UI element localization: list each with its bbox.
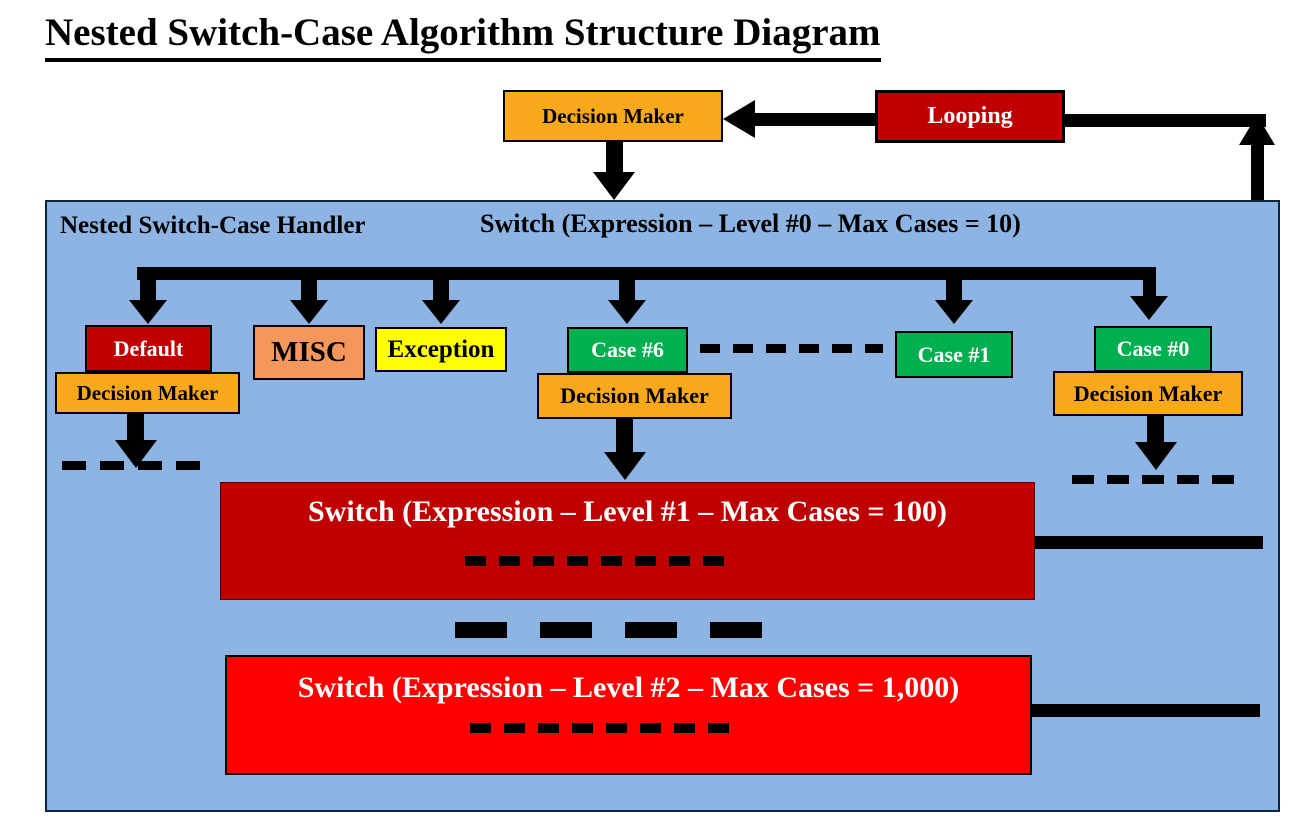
switch-level1-inner-dashes <box>465 556 730 566</box>
switch-level0-label: Switch (Expression – Level #0 – Max Case… <box>480 209 1021 238</box>
drop-arrow-case1-shaft <box>946 272 962 302</box>
decision-maker-case0-box: Decision Maker <box>1053 371 1243 416</box>
dashed-connector-cases <box>700 344 883 353</box>
arrow-up-head-icon <box>1239 115 1275 145</box>
dm-case0-arrow-head-icon <box>1135 442 1177 470</box>
arrow-looping-to-decision-shaft <box>750 113 877 126</box>
case-box-misc: MISC <box>253 325 365 380</box>
case-box-1: Case #1 <box>895 331 1013 378</box>
drop-arrow-case6-shaft <box>619 272 635 302</box>
decision-maker-case6-box: Decision Maker <box>537 373 732 419</box>
case-box-default: Default <box>85 325 212 372</box>
distribution-line <box>137 267 1155 280</box>
dm-case6-arrow-head-icon <box>604 452 646 480</box>
feedback-top-line <box>1063 114 1266 127</box>
handler-label: Nested Switch-Case Handler <box>60 212 366 239</box>
drop-arrow-default-shaft <box>140 272 156 302</box>
looping-box: Looping <box>875 90 1065 143</box>
connector-level2-line <box>1032 704 1260 717</box>
drop-arrow-misc-head-icon <box>290 300 328 324</box>
page-title: Nested Switch-Case Algorithm Structure D… <box>45 10 881 62</box>
case-box-6: Case #6 <box>567 327 688 373</box>
decision-maker-down-shaft <box>606 142 623 174</box>
dm-default-arrow-shaft <box>127 414 144 442</box>
drop-arrow-exception-shaft <box>433 272 449 302</box>
drop-arrow-case6-head-icon <box>608 300 646 324</box>
case-box-0: Case #0 <box>1094 326 1212 372</box>
switch-level2-inner-dashes <box>470 723 735 733</box>
decision-maker-default-box: Decision Maker <box>55 372 240 414</box>
connector-level1-line <box>1035 536 1263 549</box>
drop-arrow-default-head-icon <box>129 300 167 324</box>
dashed-line-left <box>62 461 200 470</box>
drop-arrow-misc-shaft <box>301 272 317 302</box>
dashed-line-right <box>1072 475 1234 484</box>
drop-arrow-exception-head-icon <box>422 300 460 324</box>
dashed-row-between-switches <box>455 622 762 638</box>
switch-level2-box: Switch (Expression – Level #2 – Max Case… <box>225 655 1032 775</box>
drop-arrow-case0-head-icon <box>1130 296 1168 320</box>
switch-level1-box: Switch (Expression – Level #1 – Max Case… <box>220 482 1035 600</box>
arrow-down-head-icon <box>593 172 635 200</box>
distribution-elbow <box>1143 267 1156 298</box>
arrow-left-head-icon <box>723 100 755 138</box>
decision-maker-top-box: Decision Maker <box>503 90 723 142</box>
dm-case0-arrow-shaft <box>1147 416 1164 444</box>
dm-case6-arrow-shaft <box>616 419 633 454</box>
drop-arrow-case1-head-icon <box>935 300 973 324</box>
case-box-exception: Exception <box>375 327 507 372</box>
